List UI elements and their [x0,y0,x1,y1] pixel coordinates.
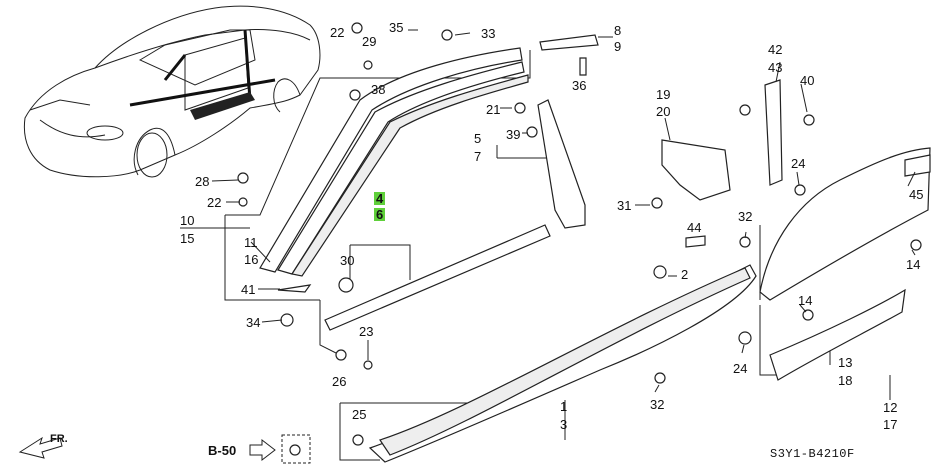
label-9: 9 [614,39,622,54]
label-12: 12 [883,400,898,415]
label-40: 40 [800,73,815,88]
label-30: 30 [340,253,355,268]
label-32a: 32 [738,209,753,224]
label-22b: 22 [207,195,222,210]
front-marker: FR. [50,433,68,445]
label-43: 43 [768,60,783,75]
door-frame-molding [259,47,529,277]
bracket-42-43 [764,79,783,186]
label-6: 6 [374,207,386,222]
label-8: 8 [614,23,622,38]
label-1: 1 [560,399,568,414]
label-41: 41 [241,282,256,297]
label-35: 35 [389,20,404,35]
upper-rail [539,34,599,51]
label-38: 38 [371,82,386,97]
label-34: 34 [246,315,261,330]
label-18: 18 [838,373,853,388]
label-39: 39 [506,127,521,142]
label-4: 4 [374,191,386,206]
label-28: 28 [195,174,210,189]
label-20: 20 [656,104,671,119]
label-19: 19 [656,87,671,102]
label-21: 21 [486,102,501,117]
label-10: 10 [180,213,195,228]
label-44: 44 [687,220,702,235]
bracket [661,139,731,201]
label-15: 15 [180,231,195,246]
label-16: 16 [244,252,259,267]
label-14a: 14 [798,293,813,308]
label-17: 17 [883,417,898,432]
label-13: 13 [838,355,853,370]
rear-panel [759,147,931,301]
label-2: 2 [681,267,689,282]
label-32b: 32 [650,397,665,412]
label-5: 5 [474,131,482,146]
label-29: 29 [362,34,377,49]
label-25: 25 [352,407,367,422]
label-3: 3 [560,417,568,432]
label-26: 26 [332,374,347,389]
window-molding-strip [324,224,551,331]
label-45: 45 [909,187,924,202]
reference-page[interactable]: B-50 [208,443,237,458]
label-14b: 14 [906,257,921,272]
front-arrow-icon [18,436,63,459]
label-7: 7 [474,149,482,164]
sash-trim [537,99,586,229]
label-22a: 22 [330,25,345,40]
diagram-code: S3Y1-B4210F [770,447,855,461]
label-31: 31 [617,198,632,213]
label-23: 23 [359,324,374,339]
label-33: 33 [481,26,496,41]
label-24a: 24 [791,156,806,171]
label-11: 11 [244,235,258,250]
label-42: 42 [768,42,783,57]
car-illustration [23,5,321,178]
label-36: 36 [572,78,587,93]
rear-garnish [769,288,906,381]
label-24b: 24 [733,361,748,376]
